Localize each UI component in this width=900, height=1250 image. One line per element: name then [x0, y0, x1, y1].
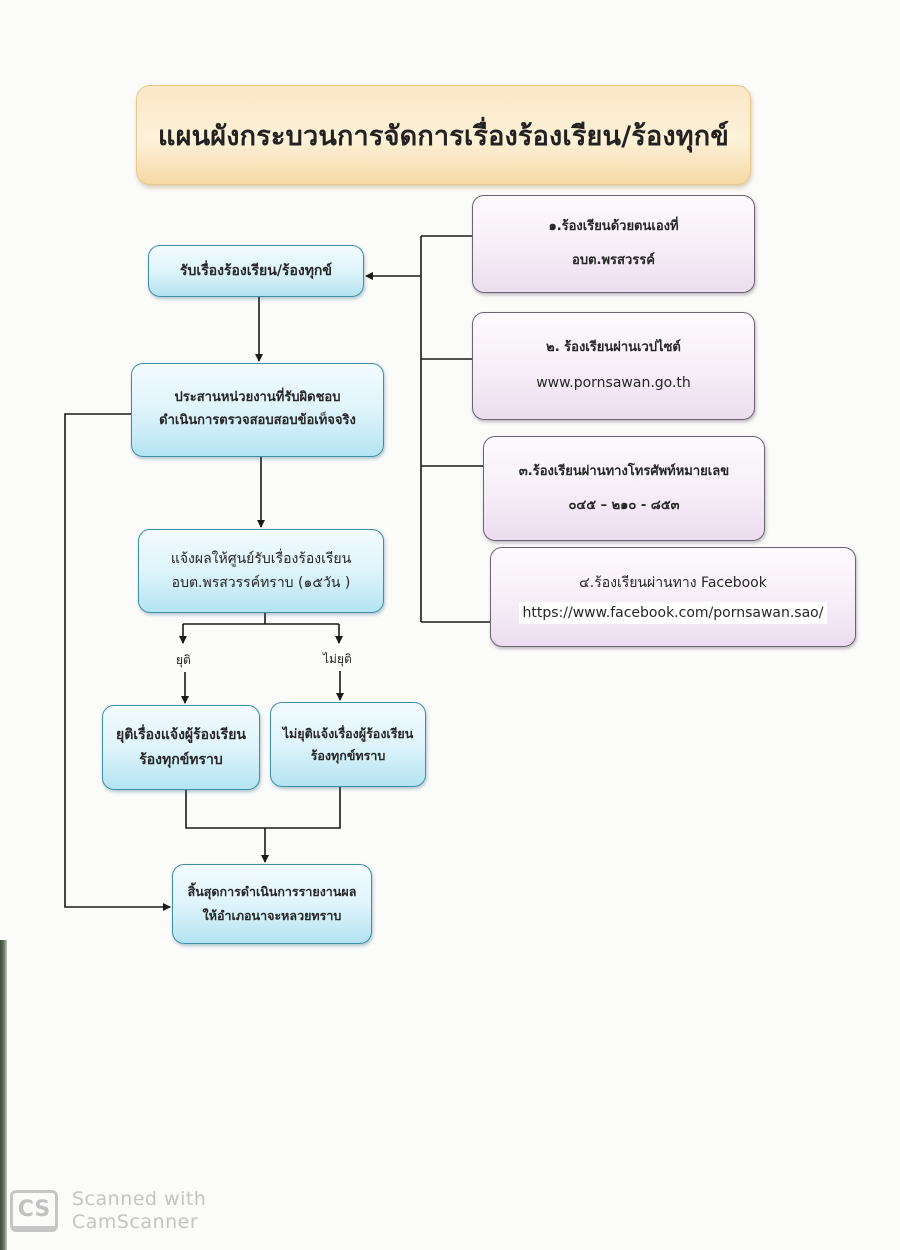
flowchart-title-text: แผนผังกระบวนการจัดการเรื่องร้องเรียน/ร้อ… — [158, 120, 729, 152]
resolved-notify-box: ยุติเรื่องแจ้งผู้ร้องเรียน ร้องทุกข์ทราบ — [102, 705, 260, 790]
scanner-background-edge — [0, 940, 7, 1250]
coordinate-investigate-box: ประสานหน่วยงานที่รับผิดชอบ ดำเนินการตรวจ… — [131, 363, 384, 457]
resolved-line-1: ยุติเรื่องแจ้งผู้ร้องเรียน — [116, 727, 246, 743]
resolved-branch-label: ยุติ — [176, 653, 191, 667]
channel-1-title: ๑.ร้องเรียนด้วยตนเองที่ — [548, 219, 679, 235]
channel-in-person-box: ๑.ร้องเรียนด้วยตนเองที่ อบต.พรสวรรค์ — [472, 195, 755, 293]
resolved-line-2: ร้องทุกข์ทราบ — [139, 751, 223, 768]
channel-1-detail: อบต.พรสวรรค์ — [572, 253, 655, 268]
watermark-line-2: CamScanner — [72, 1210, 199, 1233]
receive-complaint-text: รับเรื่องร้องเรียน/ร้องทุกข์ — [180, 262, 332, 279]
website-link[interactable]: www.pornsawan.go.th — [536, 374, 691, 391]
flowchart-title: แผนผังกระบวนการจัดการเรื่องร้องเรียน/ร้อ… — [136, 85, 751, 185]
final-line-1: สิ้นสุดการดำเนินการรายงานผล — [187, 884, 357, 900]
facebook-link[interactable]: https://www.facebook.com/pornsawan.sao/ — [518, 602, 828, 625]
camscanner-watermark: CS Scanned with CamScanner — [10, 1188, 206, 1234]
channel-website-box: ๒. ร้องเรียนผ่านเวปไซต์ www.pornsawan.go… — [472, 312, 755, 420]
notify-center-box: แจ้งผลให้ศูนย์รับเรื่องร้องเรียน อบต.พรส… — [138, 529, 384, 613]
channel-3-title: ๓.ร้องเรียนผ่านทางโทรศัพท์หมายเลข — [518, 463, 730, 479]
unresolved-branch-label: ไม่ยุติ — [323, 652, 352, 666]
camscanner-logo-icon: CS — [10, 1189, 58, 1232]
camscanner-text: Scanned with CamScanner — [72, 1188, 206, 1234]
coordinate-line-2: ดำเนินการตรวจสอบสอบข้อเท็จจริง — [159, 413, 356, 428]
channel-4-title: ๔.ร้องเรียนผ่านทาง Facebook — [579, 574, 767, 591]
coordinate-bypass-arrow — [64, 413, 171, 911]
channel-2-title: ๒. ร้องเรียนผ่านเวปไซต์ — [546, 339, 681, 355]
channel-phone-box: ๓.ร้องเรียนผ่านทางโทรศัพท์หมายเลข ๐๔๕ – … — [483, 436, 765, 541]
receive-complaint-box: รับเรื่องร้องเรียน/ร้องทุกข์ — [148, 245, 364, 297]
phone-number: ๐๔๕ – ๒๑๐ - ๘๕๓ — [568, 497, 680, 513]
notify-line-1: แจ้งผลให้ศูนย์รับเรื่องร้องเรียน — [170, 550, 352, 567]
final-report-box: สิ้นสุดการดำเนินการรายงานผล ให้อำเภอนาจะ… — [172, 864, 372, 944]
merge-line — [185, 787, 341, 829]
notify-line-2: อบต.พรสวรรค์ทราบ (๑๕วัน ) — [171, 575, 351, 591]
watermark-line-1: Scanned with — [72, 1188, 207, 1210]
unresolved-line-2: ร้องทุกข์ทราบ — [310, 747, 386, 763]
coordinate-line-1: ประสานหน่วยงานที่รับผิดชอบ — [174, 390, 341, 406]
unresolved-notify-box: ไม่ยุติแจ้งเรื่องผู้ร้องเรียน ร้องทุกข์ท… — [270, 702, 426, 787]
channel-facebook-box: ๔.ร้องเรียนผ่านทาง Facebook https://www.… — [490, 547, 856, 647]
unresolved-line-1: ไม่ยุติแจ้งเรื่องผู้ร้องเรียน — [282, 725, 414, 741]
final-line-2: ให้อำเภอนาจะหลวยทราบ — [202, 908, 342, 923]
